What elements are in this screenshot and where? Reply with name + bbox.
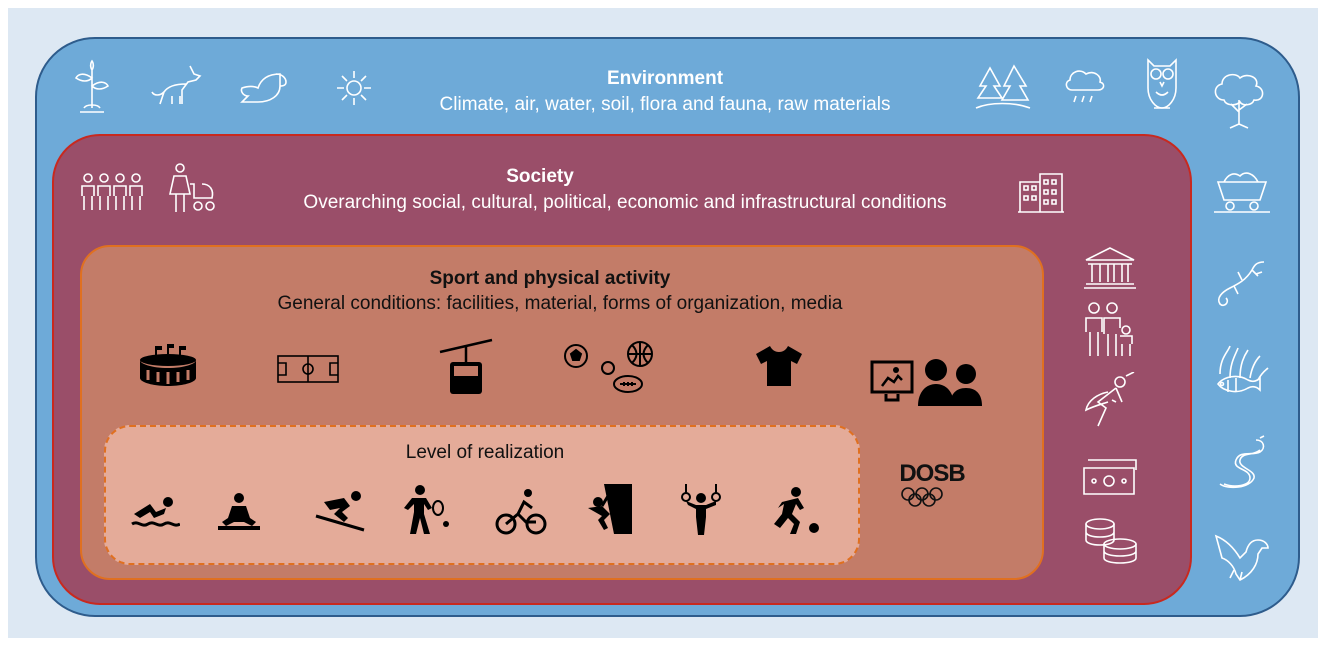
group-of-people-icon: [80, 172, 146, 212]
clownfish-icon: [1210, 344, 1270, 402]
realization-layer: [104, 425, 860, 565]
sports-broadcast-icon: [870, 356, 986, 408]
eagle-icon: [1212, 526, 1272, 582]
cycling-icon: [494, 488, 548, 536]
dosb-logo: DOSB: [896, 462, 968, 508]
apartment-building-icon: [1016, 172, 1066, 214]
coins-icon: [1082, 516, 1140, 566]
sport-subtitle: General conditions: facilities, material…: [277, 293, 843, 314]
society-subtitle: Overarching social, cultural, political,…: [303, 192, 947, 213]
skiing-icon: [312, 488, 368, 532]
sport-title: Sport and physical activity: [429, 268, 671, 289]
superhero-icon: [1082, 372, 1138, 428]
society-title: Society: [506, 166, 574, 187]
rain-cloud-icon: [1060, 62, 1108, 108]
lizard-icon: [1212, 258, 1270, 308]
realization-title: Level of realization: [405, 442, 565, 463]
balls-icon: [564, 340, 664, 396]
yoga-icon: [216, 492, 262, 532]
forest-icon: [972, 64, 1032, 110]
soccer-player-icon: [768, 486, 822, 536]
government-building-icon: [1084, 246, 1136, 290]
climbing-icon: [584, 482, 634, 536]
tree-icon: [1210, 70, 1268, 132]
environment-subtitle: Climate, air, water, soil, flora and fau…: [439, 94, 891, 115]
family-icon: [1082, 302, 1138, 358]
swimming-icon: [130, 494, 180, 530]
cable-car-icon: [438, 338, 494, 396]
wolf-icon: [150, 62, 202, 108]
snake-icon: [1214, 434, 1270, 490]
beaver-icon: [236, 66, 292, 106]
banknote-icon: [1082, 456, 1140, 496]
football-pitch-icon: [276, 352, 340, 386]
olympic-rings-icon: [901, 487, 943, 507]
jersey-icon: [754, 344, 804, 388]
sun-icon: [334, 68, 374, 108]
dosb-logo-text: DOSB: [899, 460, 965, 487]
owl-icon: [1144, 56, 1180, 112]
sprout-icon: [70, 58, 114, 114]
environment-title: Environment: [606, 68, 724, 89]
woman-with-stroller-icon: [168, 162, 218, 214]
tennis-icon: [402, 484, 452, 536]
mine-cart-icon: [1212, 166, 1272, 216]
stadium-icon: [138, 344, 198, 386]
gymnastics-rings-icon: [678, 482, 724, 536]
